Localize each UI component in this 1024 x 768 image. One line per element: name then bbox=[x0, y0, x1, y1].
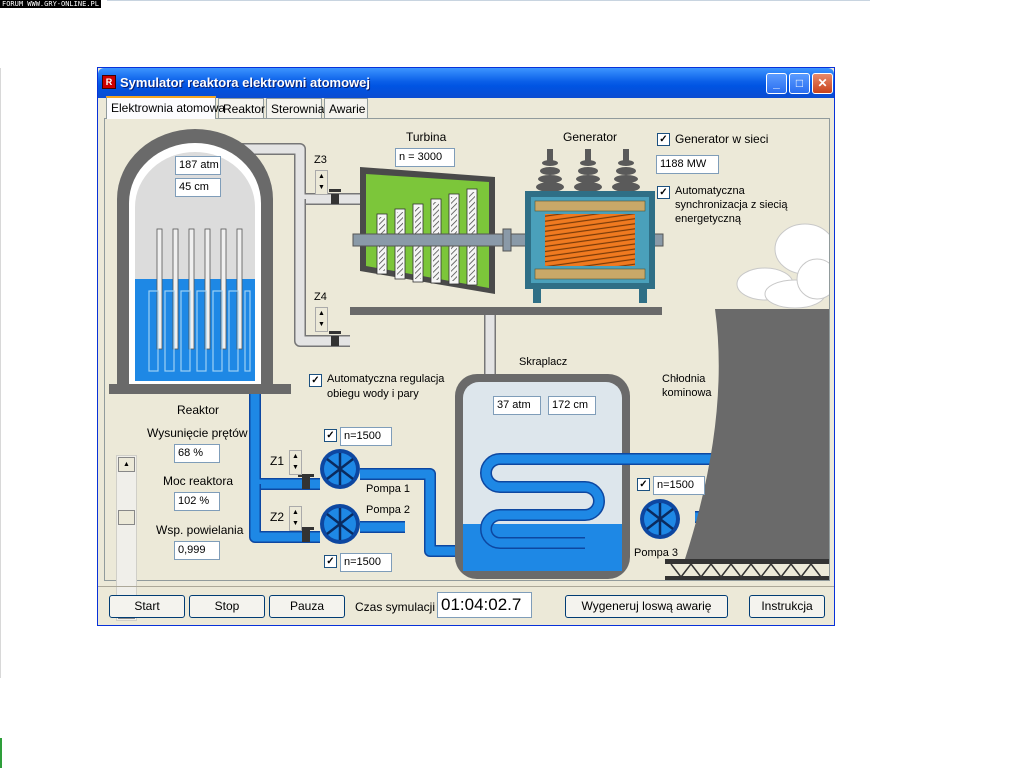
top-divider bbox=[107, 0, 870, 1]
maximize-button[interactable]: □ bbox=[789, 73, 810, 94]
multiplication-factor-label: Wsp. powielania bbox=[156, 523, 244, 537]
spin-up-icon[interactable]: ▲ bbox=[292, 453, 299, 460]
cooling-tower-label-1: Chłodnia bbox=[662, 373, 706, 385]
taskbar-edge bbox=[0, 738, 2, 768]
condenser bbox=[455, 374, 720, 579]
instructions-button[interactable]: Instrukcja bbox=[749, 595, 825, 618]
app-window: R Symulator reaktora elektrowni atomowej… bbox=[97, 67, 835, 626]
tab-sterownia[interactable]: Sterownia bbox=[266, 98, 324, 118]
valve-z4-spinner[interactable]: ▲▼ bbox=[315, 307, 328, 332]
rod-extension-label: Wysunięcie prętów bbox=[147, 426, 248, 440]
bottom-separator bbox=[98, 586, 834, 587]
turbine-speed-field: n = 3000 bbox=[395, 148, 455, 167]
slider-up-icon[interactable]: ▲ bbox=[118, 457, 135, 472]
simulation-time-field: 01:04:02.7 bbox=[437, 592, 532, 618]
auto-regulation-checkbox[interactable]: ✓ bbox=[309, 374, 322, 387]
app-icon[interactable]: R bbox=[102, 75, 116, 89]
pump-2-speed-field: n=1500 bbox=[340, 553, 392, 572]
auto-regulation-label-1: Automatyczna regulacja bbox=[327, 373, 445, 385]
valve-z3-label: Z3 bbox=[314, 154, 327, 166]
rod-extension-field: 68 % bbox=[174, 444, 220, 463]
random-failure-button[interactable]: Wygeneruj loswą awarię bbox=[565, 595, 728, 618]
valve-z1-spinner[interactable]: ▲▼ bbox=[289, 450, 302, 475]
pump-2-label: Pompa 2 bbox=[366, 504, 411, 516]
valve-z3-spinner[interactable]: ▲▼ bbox=[315, 170, 328, 195]
valve-z1-label: Z1 bbox=[270, 454, 285, 468]
spin-down-icon[interactable]: ▼ bbox=[292, 464, 299, 471]
slider-thumb[interactable] bbox=[118, 510, 135, 525]
generator-in-grid-checkbox[interactable]: ✓ bbox=[657, 133, 670, 146]
pump-3-speed-field: n=1500 bbox=[653, 476, 705, 495]
cooling-tower-label-2: kominowa bbox=[662, 387, 712, 399]
auto-regulation-label-2: obiegu wody i pary bbox=[327, 388, 419, 400]
turbine-label: Turbina bbox=[406, 130, 447, 144]
reactor-pressure-field: 187 atm bbox=[175, 156, 221, 175]
tab-reaktor[interactable]: Reaktor bbox=[218, 98, 265, 118]
valve-z2-spinner[interactable]: ▲▼ bbox=[289, 506, 302, 531]
generator-in-grid-label: Generator w sieci bbox=[675, 132, 769, 146]
spin-up-icon[interactable]: ▲ bbox=[318, 173, 325, 180]
tab-awarie[interactable]: Awarie bbox=[324, 98, 368, 118]
tab-elektrownia-atomowa[interactable]: Elektrownia atomowa bbox=[106, 96, 225, 119]
plant-diagram bbox=[109, 129, 829, 580]
pause-button[interactable]: Pauza bbox=[269, 595, 345, 618]
plant-diagram-panel: 187 atm 45 cm Turbina n = 3000 Generator… bbox=[104, 118, 830, 621]
reactor-power-field: 102 % bbox=[174, 492, 220, 511]
pump-1-label: Pompa 1 bbox=[366, 483, 411, 495]
spin-up-icon[interactable]: ▲ bbox=[292, 509, 299, 516]
start-button[interactable]: Start bbox=[109, 595, 185, 618]
pump-1-speed-field: n=1500 bbox=[340, 427, 392, 446]
valves bbox=[298, 189, 341, 542]
reactor-level-field: 45 cm bbox=[175, 178, 221, 197]
spin-up-icon[interactable]: ▲ bbox=[318, 310, 325, 317]
auto-sync-label-2: synchronizacja z siecią bbox=[675, 199, 788, 211]
generator-power-field: 1188 MW bbox=[656, 155, 719, 174]
spin-down-icon[interactable]: ▼ bbox=[318, 184, 325, 191]
stop-button[interactable]: Stop bbox=[189, 595, 265, 618]
turbine bbox=[350, 167, 664, 315]
reactor-vessel bbox=[109, 129, 291, 394]
pump-3-label: Pompa 3 bbox=[634, 547, 679, 559]
pump-2-checkbox[interactable]: ✓ bbox=[324, 555, 337, 568]
multiplication-factor-field: 0,999 bbox=[174, 541, 220, 560]
generator-label: Generator bbox=[563, 130, 618, 144]
pump-1-checkbox[interactable]: ✓ bbox=[324, 429, 337, 442]
auto-sync-label-3: energetyczną bbox=[675, 213, 742, 225]
left-edge-line bbox=[0, 68, 1, 678]
pump-3-checkbox[interactable]: ✓ bbox=[637, 478, 650, 491]
minimize-button[interactable]: _ bbox=[766, 73, 787, 94]
spin-down-icon[interactable]: ▼ bbox=[292, 520, 299, 527]
simulation-time-label: Czas symulacji bbox=[355, 600, 436, 614]
watermark: FORUM WWW.GRY-ONLINE.PL bbox=[0, 0, 101, 8]
close-button[interactable]: ✕ bbox=[812, 73, 833, 94]
condenser-pressure-field: 37 atm bbox=[493, 396, 541, 415]
spin-down-icon[interactable]: ▼ bbox=[318, 321, 325, 328]
valve-z2-label: Z2 bbox=[270, 510, 285, 524]
reactor-section-label: Reaktor bbox=[177, 403, 220, 417]
auto-sync-label-1: Automatyczna bbox=[675, 185, 745, 197]
generator bbox=[525, 149, 655, 303]
reactor-power-label: Moc reaktora bbox=[163, 474, 234, 488]
condenser-label: Skraplacz bbox=[519, 356, 568, 368]
valve-z4-label: Z4 bbox=[314, 291, 327, 303]
window-title: Symulator reaktora elektrowni atomowej bbox=[120, 75, 370, 90]
title-bar[interactable]: R Symulator reaktora elektrowni atomowej… bbox=[98, 68, 834, 98]
auto-sync-checkbox[interactable]: ✓ bbox=[657, 186, 670, 199]
cooling-tower bbox=[665, 223, 829, 580]
pumps bbox=[320, 449, 680, 544]
condenser-level-field: 172 cm bbox=[548, 396, 596, 415]
